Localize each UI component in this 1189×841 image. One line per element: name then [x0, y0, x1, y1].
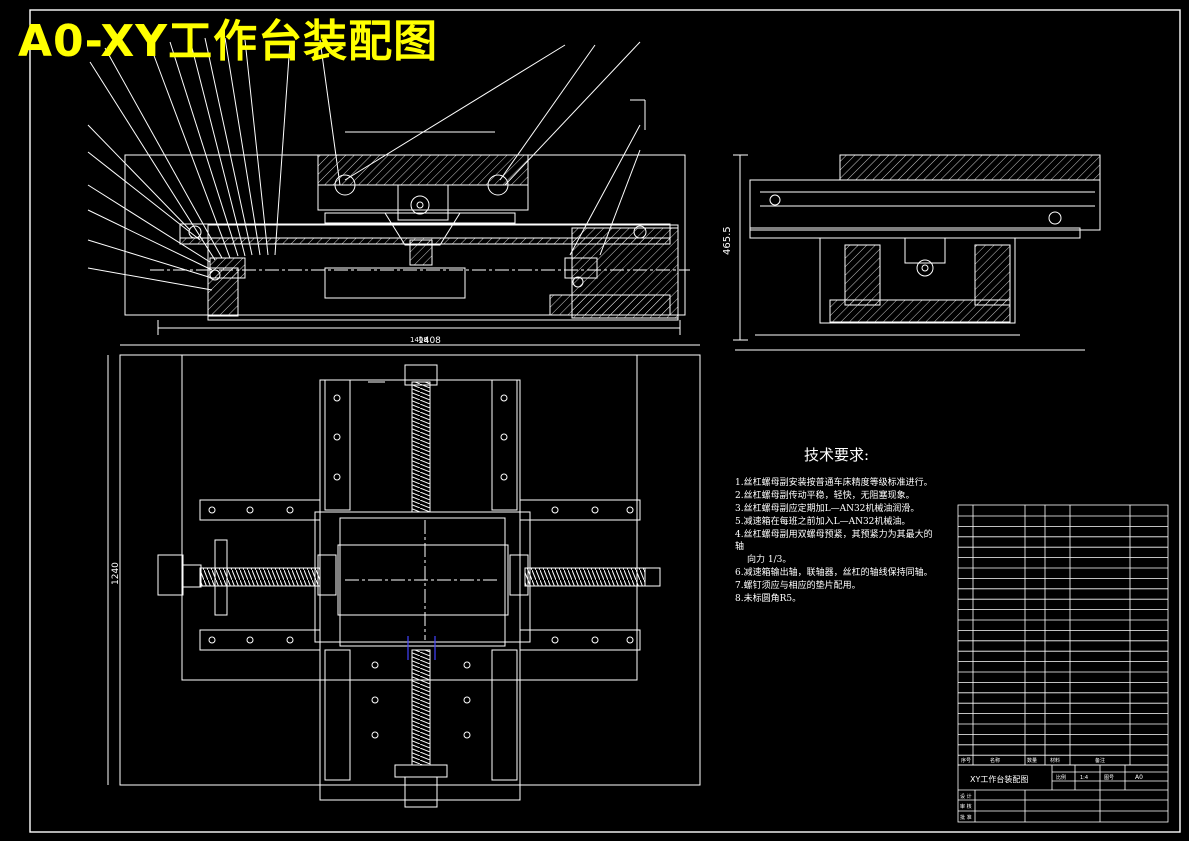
- front-section-view: [87, 37, 690, 335]
- title-block-scale-label: 比例: [1056, 774, 1066, 781]
- title-block-size-label: 图号: [1104, 775, 1114, 781]
- parts-header-remark: 备注: [1095, 757, 1105, 764]
- parts-header-no: 序号: [961, 757, 971, 764]
- parts-table: [957, 504, 1169, 766]
- plan-view: [107, 344, 701, 808]
- title-block-designer: 设 计: [960, 793, 972, 800]
- plan-accent-marks: [407, 636, 436, 660]
- tech-requirement-item: 向力 1/3。: [747, 555, 792, 565]
- title-block-name: XY工作台装配图: [970, 774, 1028, 784]
- tech-requirements-heading: 技术要求:: [804, 446, 870, 464]
- plan-height-dimension: 1240: [111, 562, 121, 585]
- title-block-size-value: A0: [1135, 774, 1143, 781]
- parts-header-name: 名称: [990, 757, 1000, 764]
- tech-requirement-item: 6.减速箱输出轴，联轴器，丝杠的轴线保持同轴。: [735, 568, 933, 578]
- parts-header-qty: 数量: [1027, 757, 1037, 764]
- drawing-frame: [29, 9, 1181, 833]
- title-block: [957, 764, 1169, 823]
- plan-width-dimension: 1408: [418, 336, 441, 346]
- tech-requirements-list: 1.丝杠螺母副安装按普通车床精度等级标准进行。 2.丝杠螺母副传动平稳，轻快，无…: [735, 477, 935, 606]
- tech-requirement-item: 1.丝杠螺母副安装按普通车床精度等级标准进行。: [735, 478, 933, 488]
- tech-requirement-item: 7.螺钉须应与相应的垫片配用。: [735, 581, 861, 591]
- title-block-checker: 审 核: [960, 803, 972, 810]
- tech-requirement-item: 5.减速箱在每班之前加入L—AN32机械油。: [735, 517, 911, 527]
- title-block-scale-value: 1:4: [1080, 775, 1088, 781]
- front-width-dimension: 1408: [410, 336, 428, 344]
- tech-requirement-item: 2.丝杠螺母副传动平稳，轻快，无阻塞现象。: [735, 491, 915, 501]
- tech-requirement-item: 8.未标圆角R5。: [735, 594, 802, 604]
- title-block-approver: 批 准: [960, 814, 972, 821]
- side-section-view: [733, 154, 1101, 351]
- tech-requirement-item: 3.丝杠螺母副应定期加L—AN32机械油润滑。: [735, 504, 920, 514]
- tech-requirement-item: 4.丝杠螺母副用双螺母预紧，其预紧力为其最大的轴: [735, 530, 933, 552]
- parts-header-material: 材料: [1050, 757, 1060, 764]
- banner-title: A0-XY工作台装配图: [18, 16, 439, 67]
- side-height-dimension: 465.5: [722, 226, 733, 255]
